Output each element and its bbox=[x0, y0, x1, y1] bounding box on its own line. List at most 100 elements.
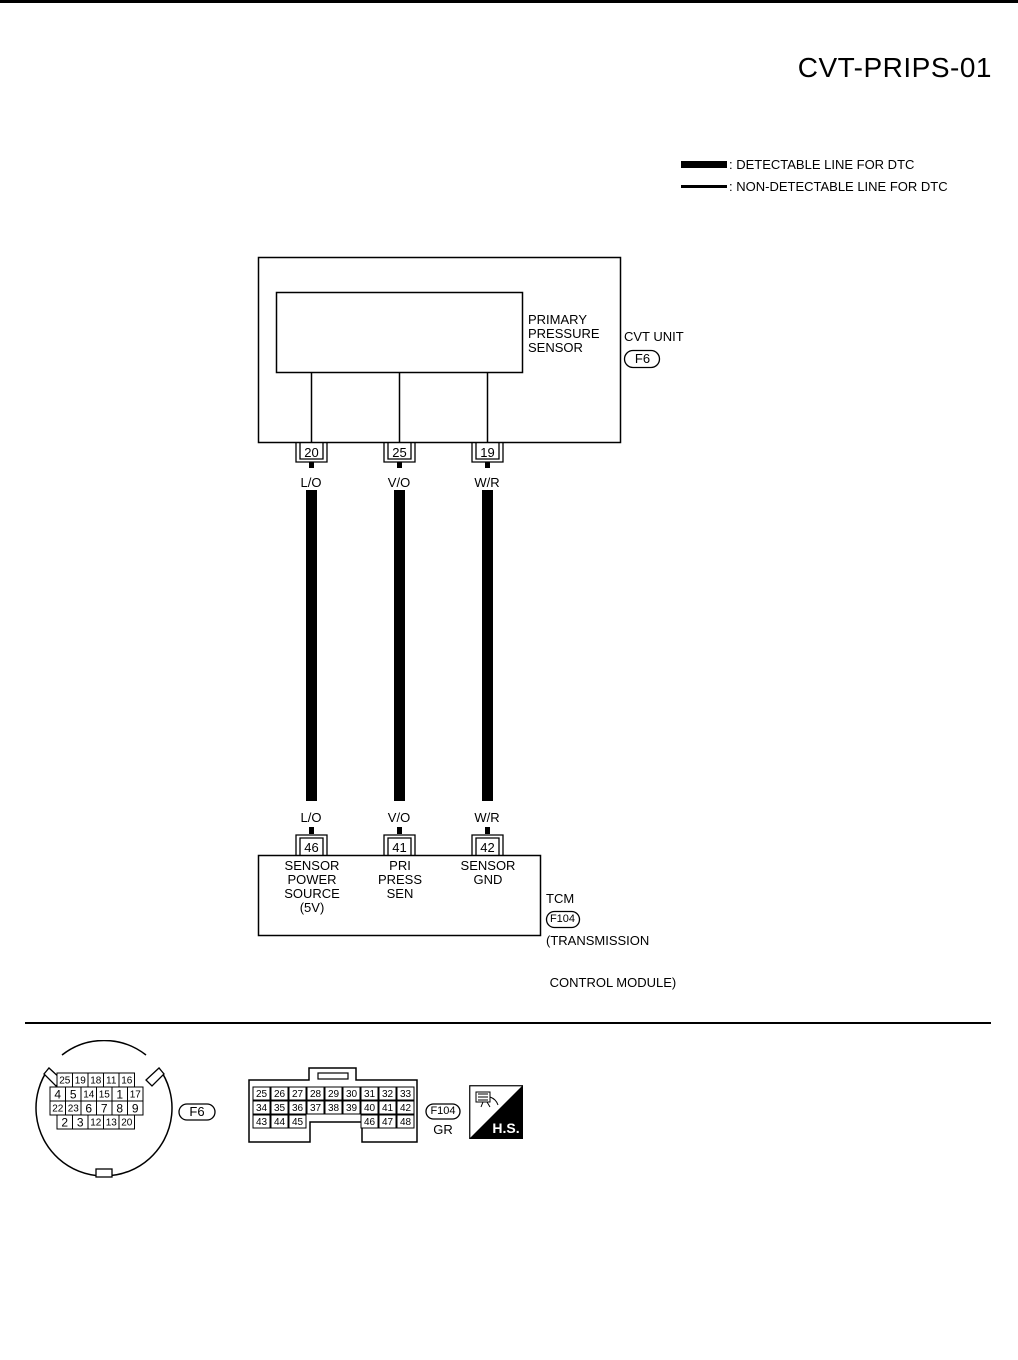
pin-number: 12 bbox=[90, 1118, 102, 1129]
section-divider bbox=[25, 1022, 991, 1024]
function-line: GND bbox=[473, 872, 503, 887]
top-rule bbox=[0, 0, 1018, 3]
pin-number: 31 bbox=[364, 1089, 376, 1100]
pin-number: 14 bbox=[83, 1090, 95, 1101]
pin-number: 23 bbox=[68, 1104, 80, 1115]
pin-number: 1 bbox=[116, 1087, 123, 1101]
f6-view-oval bbox=[178, 1103, 216, 1121]
function-line: (5V) bbox=[299, 900, 325, 915]
bottom-pin-number: 46 bbox=[304, 840, 319, 855]
pin-cell bbox=[270, 1100, 289, 1115]
pin-number: 42 bbox=[400, 1103, 412, 1114]
pin-cell bbox=[324, 1086, 343, 1101]
sensor-box bbox=[275, 291, 524, 374]
pin-cell bbox=[360, 1100, 379, 1115]
legend-detectable-line bbox=[681, 161, 727, 168]
wire-color-label: W/R bbox=[474, 475, 500, 490]
bottom-pin-number: 42 bbox=[480, 840, 495, 855]
sensor-label-line: SENSOR bbox=[528, 340, 583, 355]
pin-number: 16 bbox=[121, 1076, 133, 1087]
pin-number: 37 bbox=[310, 1103, 322, 1114]
pin-number: 27 bbox=[292, 1089, 304, 1100]
harness-line-vo bbox=[394, 490, 405, 801]
pin-cell bbox=[324, 1100, 343, 1115]
pin-cell bbox=[378, 1086, 397, 1101]
pin-number: 32 bbox=[382, 1089, 394, 1100]
f104-color-label: GR bbox=[433, 1122, 453, 1137]
pin-number: 4 bbox=[54, 1087, 61, 1101]
pin-cell bbox=[127, 1100, 144, 1116]
harness-connector-icon bbox=[475, 1091, 499, 1108]
wire-color-label: V/O bbox=[387, 475, 411, 490]
pin-number: 26 bbox=[274, 1089, 286, 1100]
pin-cell bbox=[288, 1100, 307, 1115]
pin-number: 11 bbox=[106, 1076, 117, 1087]
tcm-label-line: CONTROL MODULE) bbox=[546, 975, 677, 990]
pin-number: 44 bbox=[274, 1117, 286, 1128]
function-line: POWER bbox=[287, 872, 337, 887]
top-pin-number: 25 bbox=[392, 445, 407, 460]
pin-number: 18 bbox=[90, 1076, 102, 1087]
pin-number: 28 bbox=[310, 1089, 322, 1100]
hs-badge-text: H.S. bbox=[492, 1120, 519, 1136]
f104-view-oval bbox=[425, 1103, 461, 1120]
pin-cell bbox=[360, 1086, 379, 1101]
pin-number: 6 bbox=[85, 1101, 92, 1115]
cvt-unit-box bbox=[257, 256, 622, 444]
pin-number: 5 bbox=[70, 1087, 77, 1101]
pin-number: 19 bbox=[75, 1076, 87, 1087]
tcm-function-label: PRI PRESS SEN bbox=[360, 859, 440, 901]
pin-number: 30 bbox=[346, 1089, 358, 1100]
pin-number: 47 bbox=[382, 1117, 394, 1128]
wire-color-label: W/R bbox=[474, 810, 500, 825]
pin-number: 20 bbox=[121, 1118, 133, 1129]
pin-number: 41 bbox=[382, 1103, 394, 1114]
tcm-function-label: SENSOR POWER SOURCE (5V) bbox=[262, 859, 362, 915]
pin-number: 36 bbox=[292, 1103, 304, 1114]
pin-cell bbox=[396, 1100, 415, 1115]
cvt-connector-id[interactable]: F6 bbox=[634, 351, 651, 366]
schematic-graphics bbox=[257, 256, 661, 937]
pin-number: 7 bbox=[101, 1101, 108, 1115]
pin-number: 45 bbox=[292, 1117, 304, 1128]
sensor-label: PRIMARY PRESSURE SENSOR bbox=[528, 313, 600, 355]
tcm-connector-id[interactable]: F104 bbox=[549, 913, 576, 925]
sensor-label-line: PRIMARY bbox=[528, 312, 587, 327]
f104-view-label[interactable]: F104 bbox=[430, 1105, 456, 1117]
bottom-pin-number: 41 bbox=[392, 840, 407, 855]
function-line: SEN bbox=[386, 886, 414, 901]
bottom-pin-bracket-41 bbox=[383, 827, 416, 855]
sensor-label-line: PRESSURE bbox=[528, 326, 600, 341]
f6-view-label[interactable]: F6 bbox=[189, 1104, 205, 1119]
pin-number: 29 bbox=[328, 1089, 340, 1100]
tcm-connector-oval bbox=[545, 910, 581, 929]
cvt-connector-oval bbox=[623, 349, 661, 369]
pin-number: 46 bbox=[364, 1117, 376, 1128]
pin-number: 35 bbox=[274, 1103, 286, 1114]
pin-cell bbox=[252, 1086, 271, 1101]
tcm-box bbox=[257, 854, 542, 937]
pin-number: 48 bbox=[400, 1117, 412, 1128]
pin-number: 13 bbox=[106, 1118, 118, 1129]
pin-number: 15 bbox=[99, 1090, 111, 1101]
harness-line-lo bbox=[306, 490, 317, 801]
pin-number: 34 bbox=[256, 1103, 268, 1114]
pin-number: 8 bbox=[116, 1101, 123, 1115]
pin-cell bbox=[396, 1086, 415, 1101]
bottom-pin-bracket-46 bbox=[295, 827, 328, 855]
top-pin-number: 19 bbox=[480, 445, 495, 460]
top-pin-bracket-25 bbox=[383, 443, 416, 468]
pin-number: 9 bbox=[132, 1101, 139, 1115]
pin-cell bbox=[252, 1100, 271, 1115]
pin-cell bbox=[288, 1114, 307, 1129]
function-line: SENSOR bbox=[460, 858, 516, 873]
pin-cell bbox=[396, 1114, 415, 1129]
pin-number: 33 bbox=[400, 1089, 412, 1100]
function-line: SENSOR bbox=[284, 858, 340, 873]
legend-non-detectable-label: : NON-DETECTABLE LINE FOR DTC bbox=[729, 179, 948, 194]
harness-line-wr bbox=[482, 490, 493, 801]
